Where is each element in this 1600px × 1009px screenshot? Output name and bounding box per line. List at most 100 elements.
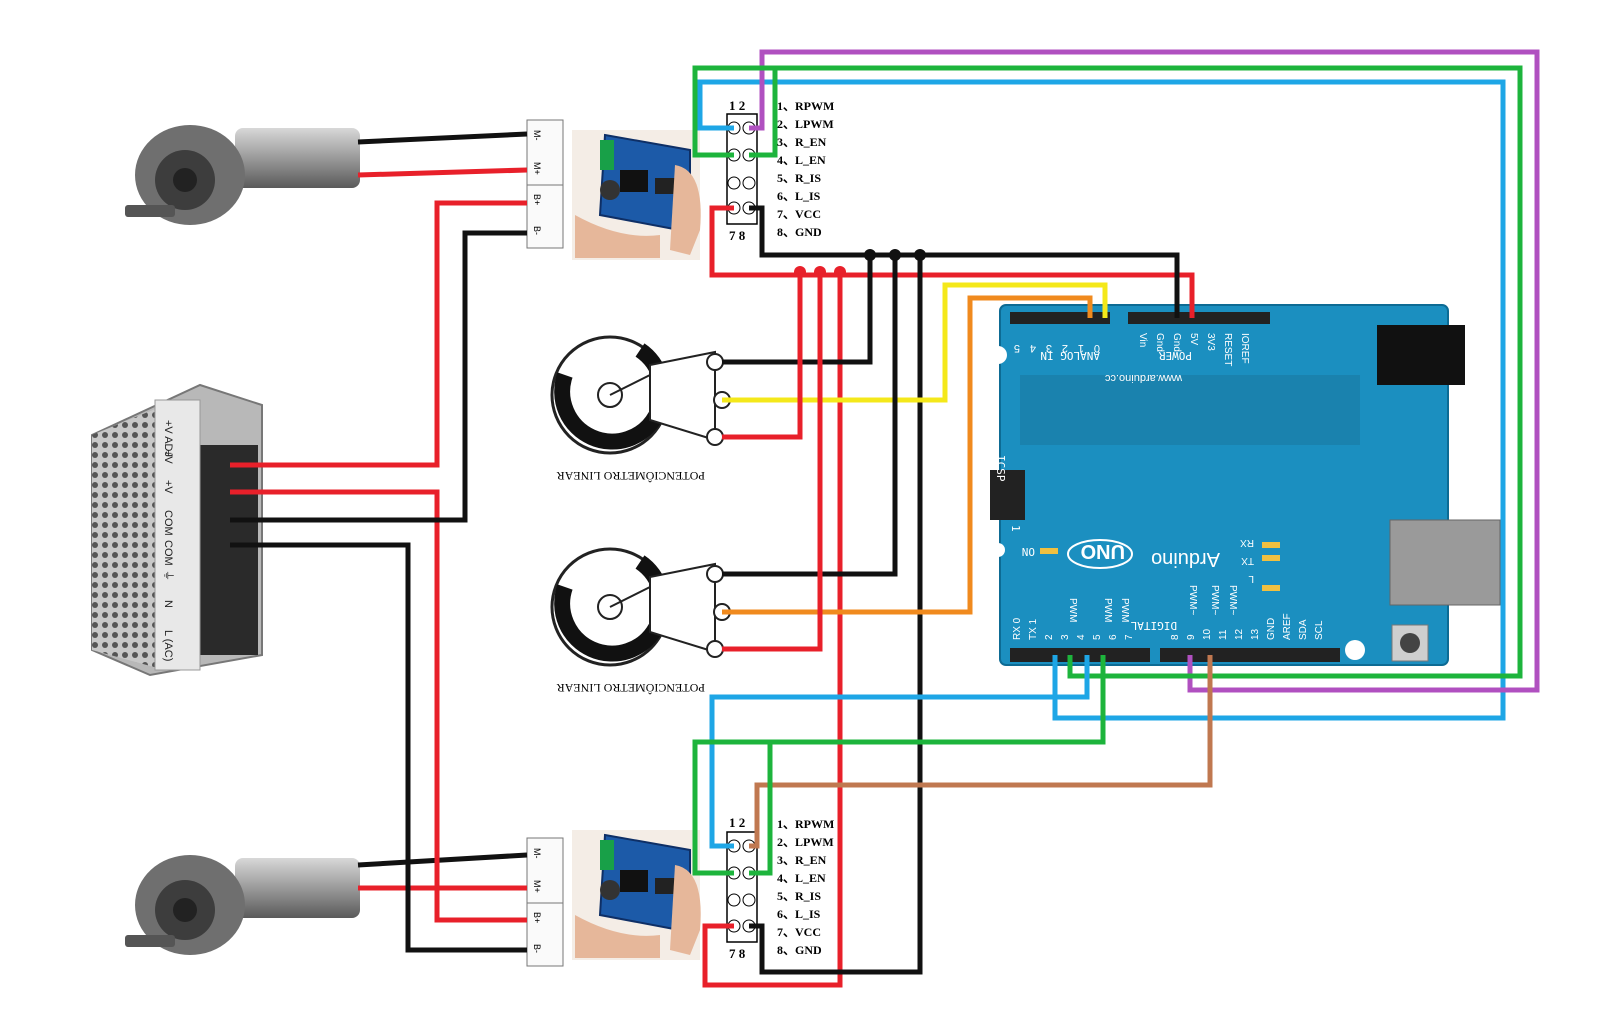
arduino-analog-pin-label: 3: [1046, 342, 1052, 354]
driver-pin-label: 8、GND: [777, 225, 822, 239]
arduino-website: www.arduino.cc: [1104, 372, 1183, 384]
psu-terminal-label: ⏚: [162, 570, 175, 581]
header-bottom-numbers: 1 2: [729, 815, 745, 830]
arduino-analog-label: ANALOG IN: [1040, 349, 1100, 362]
psu-terminal-label: +V: [162, 480, 174, 494]
arduino-power-pin-label: 3V3: [1205, 333, 1216, 351]
arduino-digital-pin-label: TX 1: [1028, 618, 1039, 640]
arduino-digital-pin-label: 4: [1076, 634, 1087, 640]
arduino-uno-board: [989, 304, 1501, 666]
arduino-digital-label: DIGITAL: [1130, 619, 1177, 632]
arduino-digital-pin-label: 7: [1124, 634, 1135, 640]
arduino-power-pin-label: Gnd: [1171, 333, 1182, 352]
arduino-led-label: L: [1248, 573, 1254, 584]
arduino-icsp-pin1: 1: [1009, 525, 1022, 532]
psu-terminal-label: +V: [162, 450, 174, 464]
arduino-power-pin-label: IOREF: [1239, 333, 1250, 364]
motor-terminal-label: M-: [532, 848, 542, 859]
psu-terminal-label: L (AC): [162, 630, 174, 661]
driver-pin-label: 1、RPWM: [777, 99, 834, 113]
driver-pin-label: 2、LPWM: [777, 117, 834, 131]
arduino-analog-pin-label: 4: [1030, 342, 1036, 354]
arduino-pwm-label: PWM~: [1187, 585, 1198, 615]
psu-terminal-label: COM: [162, 540, 174, 566]
arduino-digital-pin-label: SCL: [1314, 620, 1325, 640]
motor-terminal-label: M+: [532, 880, 542, 893]
arduino-digital-pin-label: 8: [1170, 634, 1181, 640]
arduino-analog-pin-label: 0: [1094, 342, 1100, 354]
bts7960-module-top: [572, 130, 701, 260]
potentiometer-bottom: [550, 547, 731, 667]
arduino-digital-pin-label: 12: [1234, 628, 1245, 640]
bts7960-module-bottom: [572, 830, 701, 960]
header-top-bottom-numbers: 7 8: [729, 228, 746, 243]
driver-pin-label: 1、RPWM: [777, 817, 834, 831]
header-bottom-bottom-numbers: 7 8: [729, 946, 746, 961]
arduino-digital-pin-label: 6: [1108, 634, 1119, 640]
driver-pin-list-bottom: 1、RPWM2、LPWM3、R_EN4、L_EN5、R_IS6、L_IS7、VC…: [777, 817, 834, 957]
arduino-logo: Arduino: [1151, 548, 1220, 570]
motor-terminal-label: M+: [532, 162, 542, 175]
driver-pin-label: 3、R_EN: [777, 853, 827, 867]
potentiometer-top: [550, 335, 731, 455]
arduino-digital-pin-label: 13: [1250, 628, 1261, 640]
arduino-digital-pin-label: 3: [1060, 634, 1071, 640]
terminal-labels: M-M+B+B-M-M+B+B-: [532, 130, 542, 953]
psu-terminal-label: N: [162, 600, 174, 608]
arduino-analog-pin-label: 2: [1062, 342, 1068, 354]
driver-pin-label: 8、GND: [777, 943, 822, 957]
wire-junctions: [794, 249, 926, 278]
driver-pin-label: 4、L_EN: [777, 871, 826, 885]
psu-terminal-label: COM: [162, 510, 174, 536]
driver-pin-label: 6、L_IS: [777, 907, 821, 921]
arduino-pwm-label: PWM: [1067, 598, 1078, 622]
gear-motor-bottom: [125, 855, 360, 955]
psu-terminal-label: +V ADJ: [162, 420, 174, 457]
arduino-led-label: RX: [1240, 537, 1254, 548]
wires: [230, 49, 1540, 988]
motor-terminal-label: M-: [532, 130, 542, 141]
potentiometer-bottom-label: POTENCIÔMETRO LINEAR: [557, 681, 705, 695]
arduino-digital-pin-label: 10: [1202, 628, 1213, 640]
arduino-digital-pin-label: SDA: [1298, 619, 1309, 640]
driver-pin-label: 6、L_IS: [777, 189, 821, 203]
driver-pin-label: 7、VCC: [777, 207, 821, 221]
potentiometer-top-label: POTENCIÔMETRO LINEAR: [557, 469, 705, 483]
driver-pin-label: 2、LPWM: [777, 835, 834, 849]
arduino-pwm-label: PWM: [1102, 598, 1113, 622]
arduino-icsp-label: ICSP: [994, 455, 1007, 482]
arduino-digital-pin-label: 9: [1186, 634, 1197, 640]
arduino-power-label: POWER: [1159, 349, 1192, 362]
arduino-pwm-label: PWM~: [1209, 585, 1220, 615]
arduino-digital-pin-label: RX 0: [1012, 617, 1023, 640]
arduino-led-label: TX: [1241, 555, 1254, 566]
motor-terminal-label: B-: [532, 226, 542, 235]
arduino-labels: Arduino UNO www.arduino.cc ON ICSP 1 ANA…: [994, 349, 1220, 632]
arduino-on-label: ON: [1022, 545, 1035, 558]
arduino-pwm-label: PWM~: [1227, 585, 1238, 615]
arduino-analog-pin-label: 1: [1078, 342, 1084, 354]
arduino-analog-pin-label: 5: [1014, 342, 1020, 354]
arduino-power-pin-label: Vin: [1137, 333, 1148, 347]
driver-pin-list-top: 1、RPWM2、LPWM3、R_EN4、L_EN5、R_IS6、L_IS7、VC…: [777, 99, 834, 239]
arduino-digital-pin-label: AREF: [1282, 613, 1293, 640]
motor-terminal-label: B+: [532, 194, 542, 205]
header-top-numbers: 1 2: [729, 98, 745, 113]
gear-motor-top: [125, 125, 360, 225]
motor-terminal-block-bottom: [526, 837, 564, 967]
arduino-digital-pin-label: GND: [1266, 618, 1277, 640]
arduino-power-pin-label: RESET: [1222, 333, 1233, 366]
arduino-model: UNO: [1081, 540, 1125, 562]
driver-pin-label: 7、VCC: [777, 925, 821, 939]
driver-pin-label: 3、R_EN: [777, 135, 827, 149]
power-supply: [91, 383, 263, 677]
arduino-digital-pin-label: 5: [1092, 634, 1103, 640]
arduino-digital-pin-label: 2: [1044, 634, 1055, 640]
arduino-digital-pin-label: 11: [1218, 629, 1229, 640]
arduino-pwm-label: PWM: [1119, 598, 1130, 622]
driver-pin-label: 5、R_IS: [777, 171, 821, 185]
motor-terminal-label: B-: [532, 944, 542, 953]
